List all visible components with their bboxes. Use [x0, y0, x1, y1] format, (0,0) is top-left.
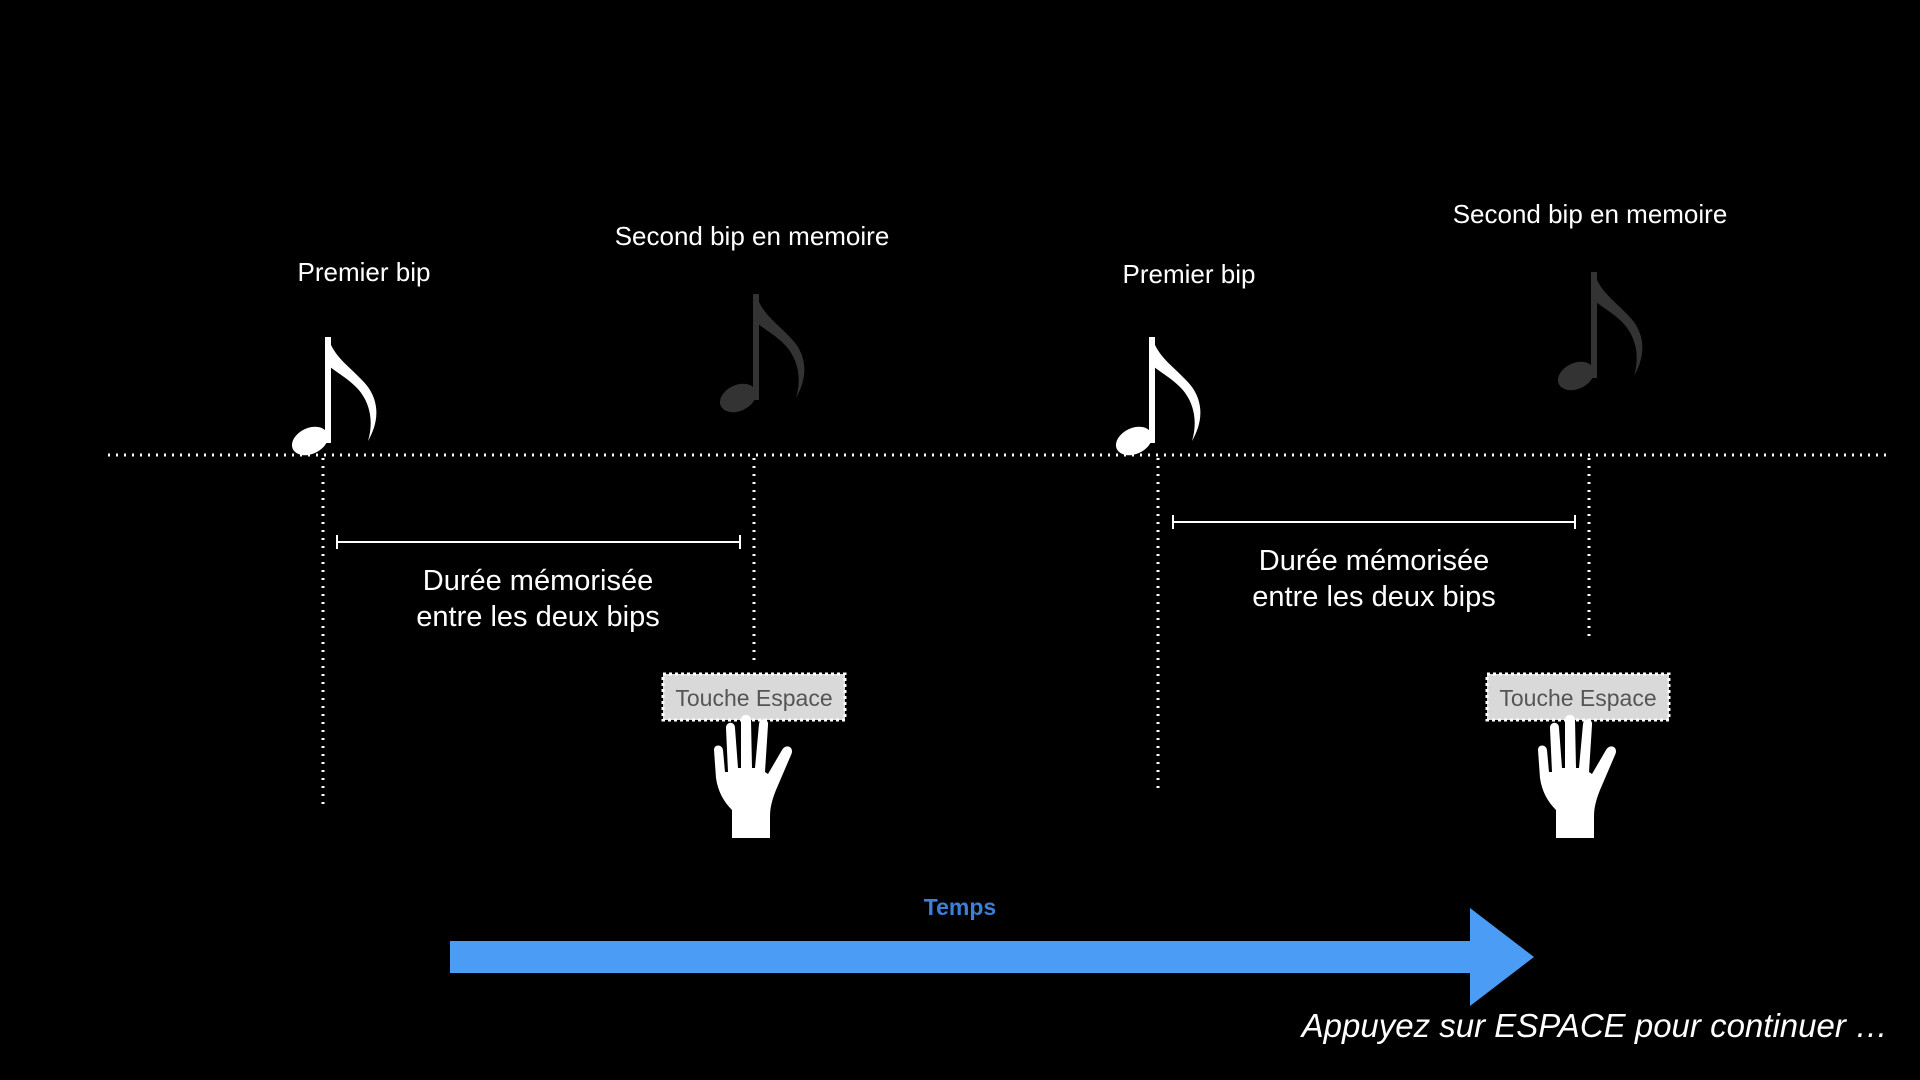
- duration-label-line2: entre les deux bips: [416, 601, 659, 633]
- time-axis: Temps: [450, 894, 1534, 1006]
- duration-bracket: [1172, 515, 1576, 529]
- music-note-icon: [287, 337, 377, 461]
- duration-label-line1: Durée mémorisée: [423, 565, 653, 597]
- time-arrow: [450, 908, 1534, 1006]
- space-key-label: Touche Espace: [1499, 685, 1656, 711]
- hand-icon: [714, 714, 793, 838]
- second-beep-label: Second bip en memoire: [615, 221, 890, 251]
- duration-label-line2: entre les deux bips: [1252, 581, 1495, 613]
- trial-2: Premier bip Second bip en memoire Durée …: [1111, 199, 1727, 838]
- space-key-label: Touche Espace: [675, 685, 832, 711]
- time-label: Temps: [924, 894, 996, 920]
- continue-prompt[interactable]: Appuyez sur ESPACE pour continuer …: [1300, 1007, 1888, 1044]
- hand-icon: [1538, 714, 1617, 838]
- second-beep-label: Second bip en memoire: [1453, 199, 1728, 229]
- faded-music-note-icon: [715, 294, 805, 418]
- space-key-button: Touche Espace: [1485, 672, 1671, 722]
- space-key-button: Touche Espace: [661, 672, 847, 722]
- duration-bracket: [336, 535, 741, 549]
- music-note-icon: [1111, 337, 1201, 461]
- duration-label-line1: Durée mémorisée: [1259, 545, 1489, 577]
- trial-1: Premier bip Second bip en memoire Durée …: [287, 221, 889, 838]
- first-beep-label: Premier bip: [298, 257, 431, 287]
- first-beep-label: Premier bip: [1123, 259, 1256, 289]
- faded-music-note-icon: [1553, 272, 1643, 396]
